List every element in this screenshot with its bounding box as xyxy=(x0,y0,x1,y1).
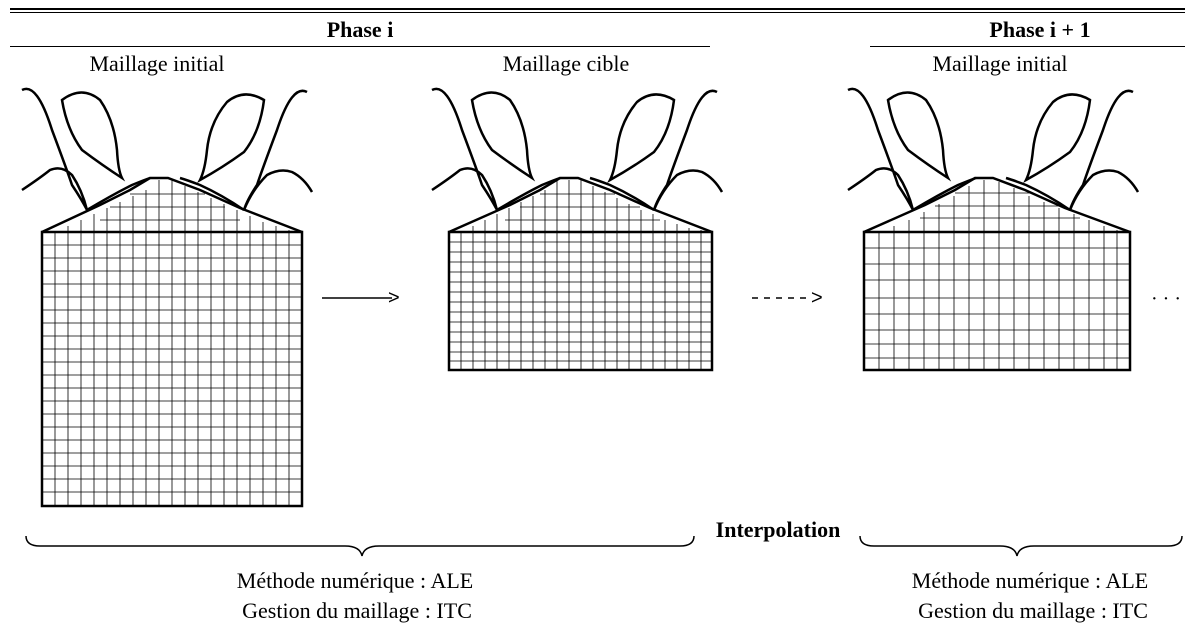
mesh-line-right: Gestion du maillage : ITC xyxy=(918,598,1148,623)
initial-mesh-figure xyxy=(20,87,314,508)
arrow-head-1: > xyxy=(388,287,400,309)
next-initial-mesh-label: Maillage initial xyxy=(932,51,1068,76)
phase-i1-brace xyxy=(859,535,1183,557)
phase-i-title: Phase i xyxy=(326,17,394,42)
next-initial-mesh-figure xyxy=(846,87,1140,372)
initial-mesh-label: Maillage initial xyxy=(89,51,225,76)
method-line-left: Méthode numérique : ALE xyxy=(236,568,474,593)
phase-i1-title: Phase i + 1 xyxy=(989,17,1091,42)
target-mesh-figure xyxy=(430,87,724,372)
target-mesh-label: Maillage cible xyxy=(502,51,630,76)
top-double-rule-1 xyxy=(10,8,1185,10)
phase-i-underline xyxy=(10,46,710,47)
interpolation-label: Interpolation xyxy=(715,517,841,542)
phase-i1-underline xyxy=(870,46,1185,47)
mesh-line-left: Gestion du maillage : ITC xyxy=(242,598,472,623)
top-double-rule-2 xyxy=(10,12,1185,13)
phase-i-brace xyxy=(25,535,695,557)
arrow-head-2: > xyxy=(811,287,823,309)
method-line-right: Méthode numérique : ALE xyxy=(911,568,1149,593)
ellipsis: · · · xyxy=(1151,288,1181,310)
